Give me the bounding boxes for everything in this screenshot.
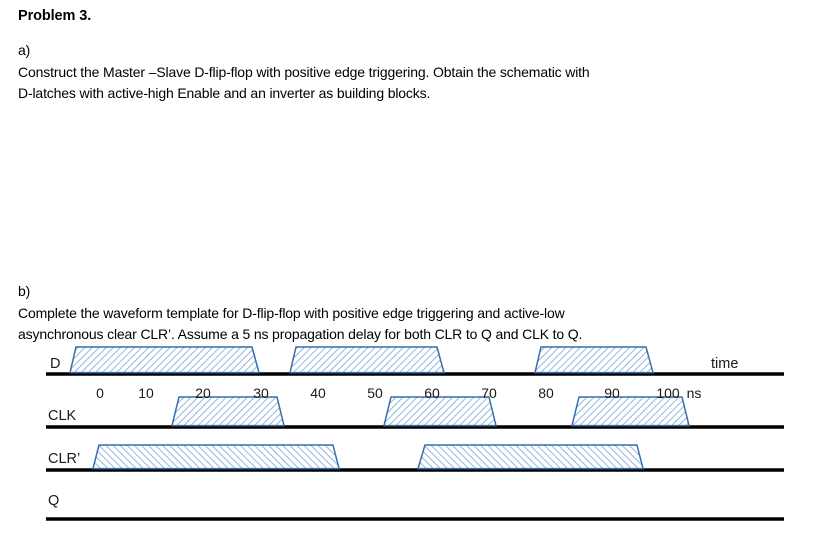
question-a-body: Construct the Master –Slave D-flip-flop … [18, 62, 798, 105]
signal-label-d: D [50, 356, 60, 372]
pulse-d-3 [534, 346, 654, 374]
tick-label-40: 40 [310, 385, 326, 401]
tick-label-100: 100 [656, 385, 680, 401]
question-b-body: Complete the waveform template for D-fli… [18, 303, 798, 346]
signal-row-clr: CLR’ [46, 444, 784, 472]
pulse-clk-2 [383, 396, 497, 427]
pulse-clk-3 [571, 396, 690, 427]
signal-row-clk: CLK [46, 396, 784, 429]
question-b: b) Complete the waveform template for D-… [18, 281, 798, 346]
signal-row-d: D [46, 346, 784, 376]
signal-label-q: Q [48, 493, 59, 509]
pulse-clk-1 [171, 396, 285, 427]
question-a-line-1: Construct the Master –Slave D-flip-flop … [18, 63, 590, 80]
tick-label-90: 90 [604, 385, 620, 401]
pulse-clr-1 [92, 444, 340, 470]
tick-label-70: 70 [481, 385, 497, 401]
time-axis-title: time [711, 356, 738, 372]
tick-label-0: 0 [96, 385, 104, 401]
tick-label-50: 50 [367, 385, 383, 401]
question-a: a) Construct the Master –Slave D-flip-fl… [18, 40, 798, 105]
tick-label-10: 10 [138, 385, 154, 401]
time-tick-labels: 0 10 20 30 40 50 60 70 80 90 100 ns [96, 385, 701, 401]
signal-row-q: Q [46, 493, 784, 521]
tick-label-20: 20 [195, 385, 211, 401]
tick-label-60: 60 [424, 385, 440, 401]
tick-label-30: 30 [253, 385, 269, 401]
page-title: Problem 3. [18, 8, 92, 24]
pulse-d-2 [289, 346, 445, 374]
tick-unit-label: ns [687, 385, 702, 401]
question-b-line-1: Complete the waveform template for D-fli… [18, 304, 565, 321]
question-a-line-2: D-latches with active-high Enable and an… [18, 85, 431, 102]
question-b-line-2: asynchronous clear CLR’. Assume a 5 ns p… [18, 326, 583, 343]
pulse-clr-2 [416, 444, 644, 470]
question-b-marker: b) [18, 283, 31, 299]
signal-label-clk: CLK [48, 408, 77, 424]
time-axis: time [711, 356, 738, 372]
signal-label-clr: CLR’ [48, 451, 80, 467]
pulse-d-1 [69, 346, 260, 374]
tick-label-80: 80 [538, 385, 554, 401]
question-a-marker: a) [18, 42, 31, 58]
